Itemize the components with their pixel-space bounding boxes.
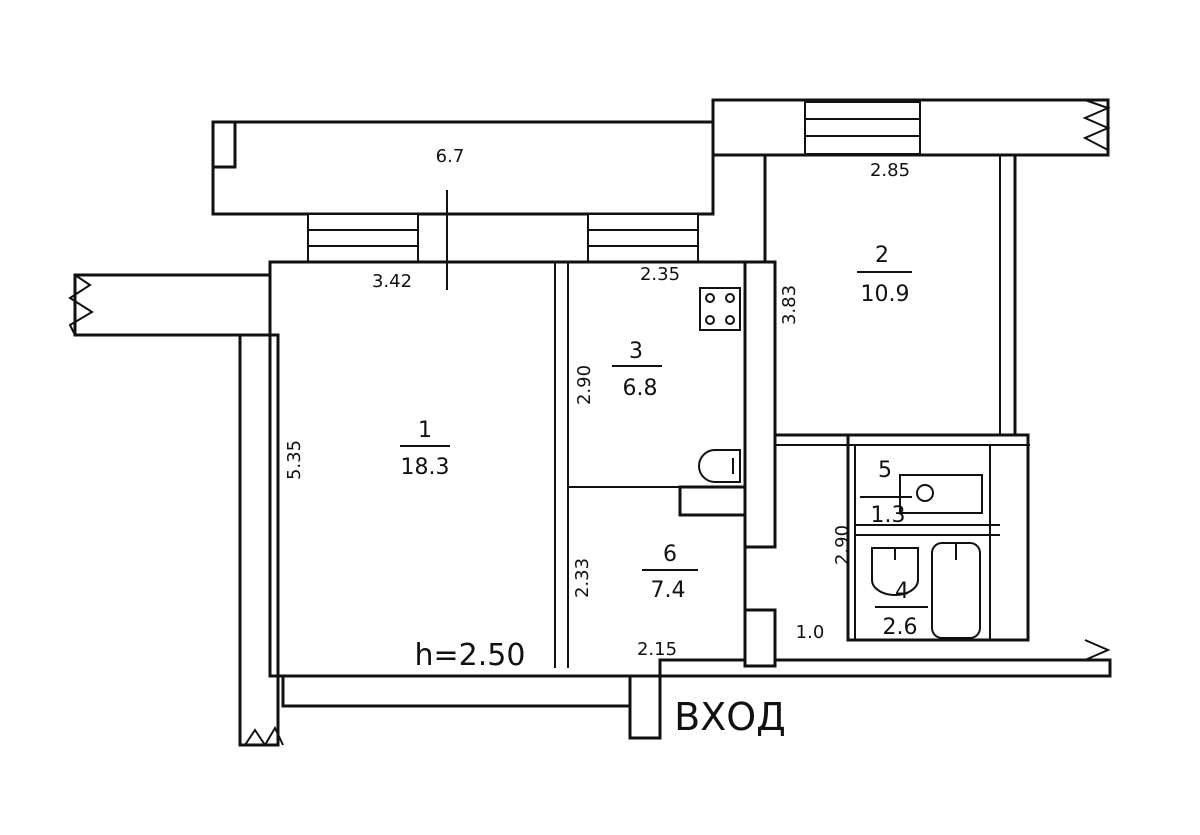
svg-text:3: 3 — [629, 339, 643, 364]
dim-hall-length: 2.33 — [572, 558, 593, 598]
window-room2 — [804, 101, 921, 155]
room-4-label: 4 2.6 — [875, 579, 928, 640]
svg-text:6: 6 — [663, 542, 677, 567]
dim-room2-length: 3.83 — [779, 285, 800, 325]
toilet-icon — [871, 547, 919, 596]
outer-wall-left — [68, 273, 284, 747]
ceiling-height: h=2.50 — [415, 638, 526, 673]
svg-text:18.3: 18.3 — [401, 455, 450, 480]
svg-text:7.4: 7.4 — [651, 578, 686, 603]
dim-kitchen-length: 2.90 — [574, 365, 595, 405]
dim-corridor-width: 1.0 — [796, 622, 825, 643]
washbasin-icon — [899, 474, 983, 514]
balcony — [211, 120, 715, 290]
apartment-walls — [268, 153, 1112, 740]
dim-hall-width: 2.15 — [637, 639, 677, 660]
dim-balcony: 6.7 — [436, 146, 465, 167]
svg-text:5: 5 — [878, 458, 892, 483]
svg-text:10.9: 10.9 — [861, 282, 910, 307]
room-1-label: 1 18.3 — [400, 418, 450, 480]
stove-icon — [699, 287, 741, 331]
bathtub-icon — [931, 542, 981, 639]
dim-kitchen-width: 2.35 — [640, 264, 680, 285]
room-2-label: 2 10.9 — [857, 243, 912, 307]
svg-text:2: 2 — [875, 243, 889, 268]
svg-text:1: 1 — [418, 418, 432, 443]
room-5-label: 5 1.3 — [860, 458, 912, 528]
dim-bath-length: 2.90 — [832, 525, 853, 565]
svg-text:6.8: 6.8 — [623, 376, 658, 401]
entrance-label: ВХОД — [674, 695, 786, 739]
window-room1 — [307, 213, 419, 263]
dim-room1-length: 5.35 — [284, 440, 305, 480]
svg-text:4: 4 — [895, 579, 909, 604]
svg-text:2.6: 2.6 — [883, 615, 918, 640]
room-3-label: 3 6.8 — [612, 339, 662, 401]
dim-room2-width: 2.85 — [870, 160, 910, 181]
svg-text:1.3: 1.3 — [871, 503, 906, 528]
window-kitchen — [587, 213, 699, 263]
kitchen-sink-icon — [698, 449, 741, 483]
room-6-label: 6 7.4 — [642, 542, 698, 603]
dim-room1-width: 3.42 — [372, 271, 412, 292]
